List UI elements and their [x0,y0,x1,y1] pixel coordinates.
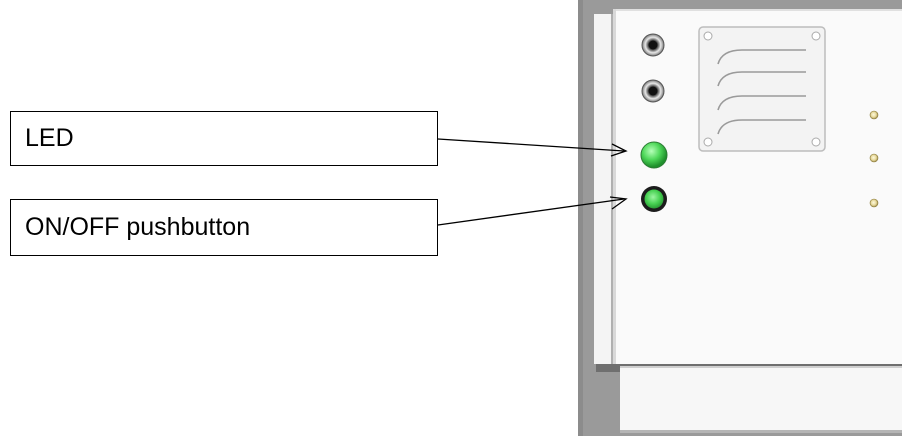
cable-gland-icon [641,33,665,57]
pushbutton-callout-label: ON/OFF pushbutton [10,199,438,256]
led-indicator [640,141,668,169]
pushbutton-arrow [437,196,628,226]
indicator-dot-icon [869,110,879,120]
led-callout-label: LED [10,111,438,166]
on-off-pushbutton[interactable] [641,186,667,212]
pushbutton-label-text: ON/OFF pushbutton [25,213,251,241]
led-label-text: LED [25,124,74,152]
led-arrow [437,138,628,157]
indicator-dot-icon [869,153,879,163]
ventilation-grille-icon [698,26,826,152]
cable-gland-icon [641,79,665,103]
indicator-dot-icon [869,198,879,208]
